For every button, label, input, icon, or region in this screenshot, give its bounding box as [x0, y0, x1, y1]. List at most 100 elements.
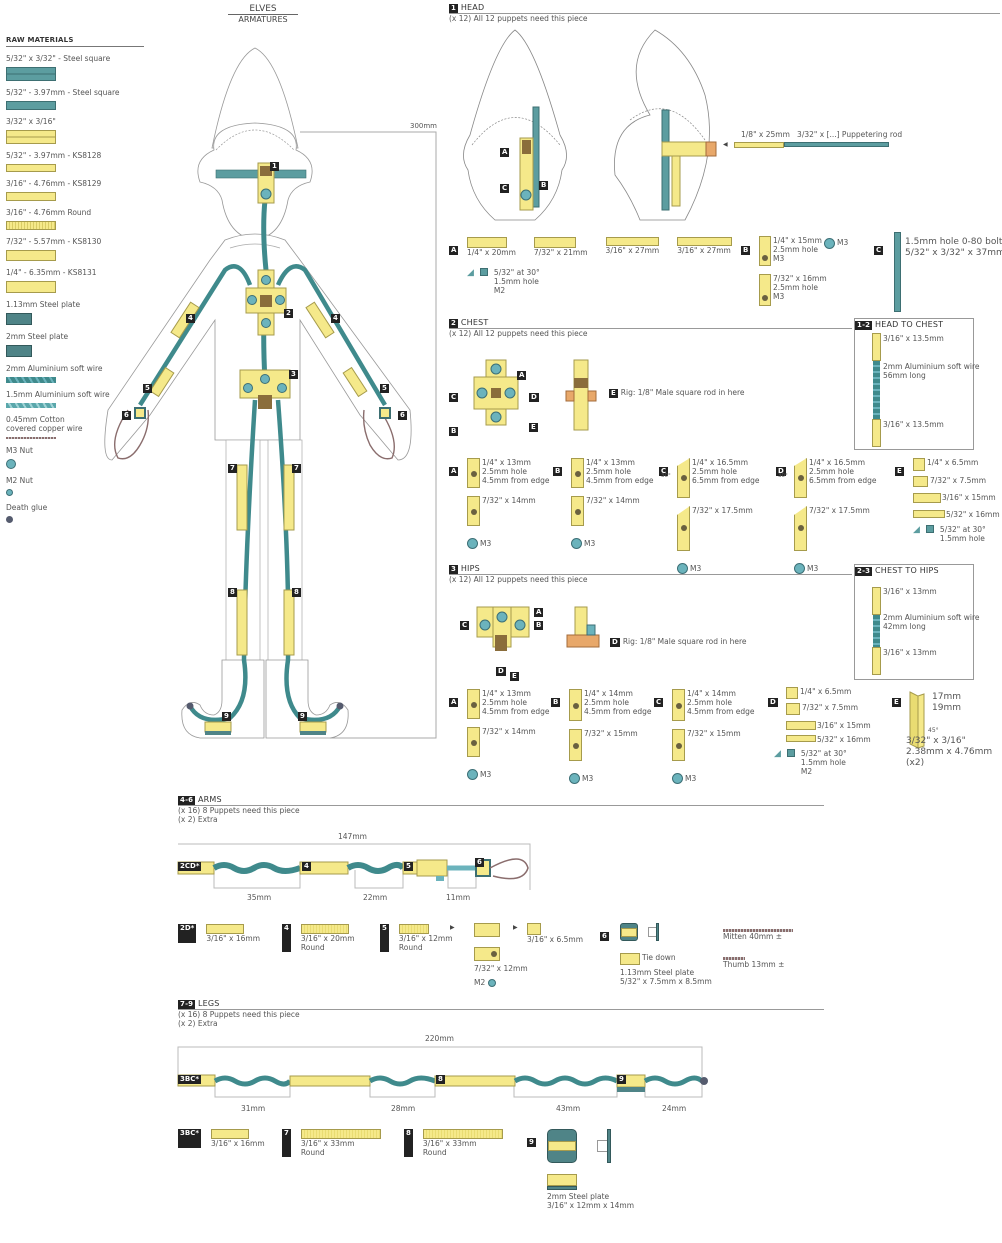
raw-material-label: 2mm Steel plate: [6, 332, 69, 341]
part-label: 1.5mm hole 0-80 bolt: [905, 237, 1002, 247]
part-label: M3: [584, 539, 596, 548]
part-tag: 2D*: [178, 924, 197, 943]
foot-block: [547, 1174, 577, 1186]
chest-assembly: [473, 359, 519, 426]
foot-block-steel: [547, 1186, 577, 1190]
section-number: 4-6: [178, 796, 196, 805]
part-tag: D: [768, 698, 778, 707]
figure-marker: 8: [292, 588, 301, 597]
part-swatch: [300, 924, 349, 934]
head-outline: [197, 122, 313, 241]
part-swatch: [759, 274, 771, 306]
part-label: M3: [837, 238, 849, 247]
part-tag: C: [654, 698, 664, 707]
title-line2: ARMATURES: [238, 15, 288, 24]
part-label: 3/16" x 15mm: [942, 493, 996, 502]
nut-icon: [275, 295, 285, 305]
part-label: 7/32" x 12mm: [474, 964, 528, 973]
part-tag: A: [449, 467, 459, 476]
raw-material-item: 1/4" - 6.35mm - KS8131: [6, 268, 144, 293]
part-tag: E: [895, 467, 904, 476]
part-label: 1/4" x 13mm: [482, 689, 531, 698]
callout-B: B: [539, 172, 549, 191]
part-label: 3/16" x 13mm: [883, 587, 937, 596]
callout-B: B: [534, 612, 544, 631]
part-label: 1/4" x 15mm: [773, 236, 822, 245]
hole-icon: [681, 525, 687, 531]
part-label: M3: [773, 254, 785, 263]
callout-label: C: [449, 393, 459, 402]
arms-section: 4-6 ARMS (x 16) 8 Puppets need this piec…: [178, 795, 824, 824]
part-label: 2.5mm hole: [482, 467, 527, 476]
section-title: HEAD: [460, 3, 485, 12]
part-tag: A: [449, 698, 459, 707]
part-swatch: [786, 687, 798, 699]
part-swatch: [467, 689, 480, 719]
part-tag: 5: [380, 924, 389, 952]
chest-side-view: [565, 359, 597, 431]
angle-label: 30°: [778, 473, 788, 479]
section-number: 7-9: [178, 1000, 196, 1009]
head-part-A: A: [449, 237, 459, 256]
raw-material-label: 3/32" x 3/16": [6, 117, 56, 126]
nut-icon: [794, 563, 805, 574]
arms-wire-mitten: Mitten 40mm ±: [723, 929, 793, 941]
part-label: 3/16" x 13.5mm: [883, 334, 944, 343]
hole-icon: [471, 702, 477, 708]
part-label: 3/16" x 13mm: [883, 648, 937, 657]
callout-label: E: [529, 423, 538, 432]
part-label: M3: [480, 539, 492, 548]
hole-icon: [676, 742, 682, 749]
part-swatch: [672, 689, 685, 721]
part-label: 3/16" x 13.5mm: [883, 420, 944, 429]
arm-tube-5-right: [342, 366, 368, 398]
part-swatch: [527, 923, 541, 935]
part-label: 1/4" x 20mm: [467, 248, 516, 257]
part-swatch: [300, 1129, 381, 1139]
head-part-B: B: [741, 237, 751, 256]
height-bracket: [300, 131, 437, 739]
extra-note: (x 2) Extra: [178, 1019, 218, 1028]
tie-down-block: [620, 953, 640, 965]
part-tag: 7: [282, 1129, 291, 1157]
tie-down-right: [379, 407, 391, 419]
raw-materials-panel: RAW MATERIALS 5/32" x 3/32" - Steel squa…: [6, 36, 144, 523]
part-tag: 4: [282, 924, 291, 952]
assembly-tag-5: 5: [404, 853, 413, 872]
part-swatch: [759, 236, 771, 266]
part-tag: C: [874, 246, 884, 255]
raw-material-swatch: [6, 101, 56, 110]
part-label: Round: [422, 1148, 447, 1157]
copper-wire-swatch: [723, 957, 745, 960]
raw-material-swatch: [6, 250, 56, 261]
quantity-note: (x 16) 8 Puppets need this piece: [178, 806, 300, 815]
span-label: 28mm: [391, 1104, 416, 1113]
section-title: HIPS: [460, 564, 480, 573]
part-swatch: [206, 924, 245, 934]
callout-label: A: [517, 371, 527, 380]
part-label: 3/16" x 33mm: [422, 1139, 477, 1148]
part-label: 7/32" x 15mm: [687, 729, 741, 738]
quantity-note: (x 12) All 12 puppets need this piece: [449, 329, 588, 338]
hips-block-square: [258, 395, 272, 409]
hole-icon: [471, 471, 477, 477]
raw-material-swatch: [6, 164, 56, 172]
raw-material-item: 5/32" - 3.97mm - KS8128: [6, 151, 144, 172]
raw-material-label: M3 Nut: [6, 446, 33, 455]
head-part-B-nut: M3: [824, 238, 848, 249]
part-swatch: [913, 458, 925, 471]
part-label: 1/4" x 6.5mm: [927, 458, 979, 467]
arrow-right-icon: ▶: [513, 924, 518, 931]
hips-part-D: D: [768, 689, 778, 708]
span-label: 11mm: [446, 893, 471, 902]
raw-material-item: 2mm Aluminium soft wire: [6, 364, 144, 383]
callout-C: C: [460, 612, 470, 631]
hips-part-E-desc: 3/32" x 3/16"2.38mm x 4.76mm(x2): [906, 736, 992, 769]
section-rule: [449, 13, 1000, 14]
angle-label: 30°: [661, 473, 671, 479]
part-swatch: [571, 458, 584, 488]
